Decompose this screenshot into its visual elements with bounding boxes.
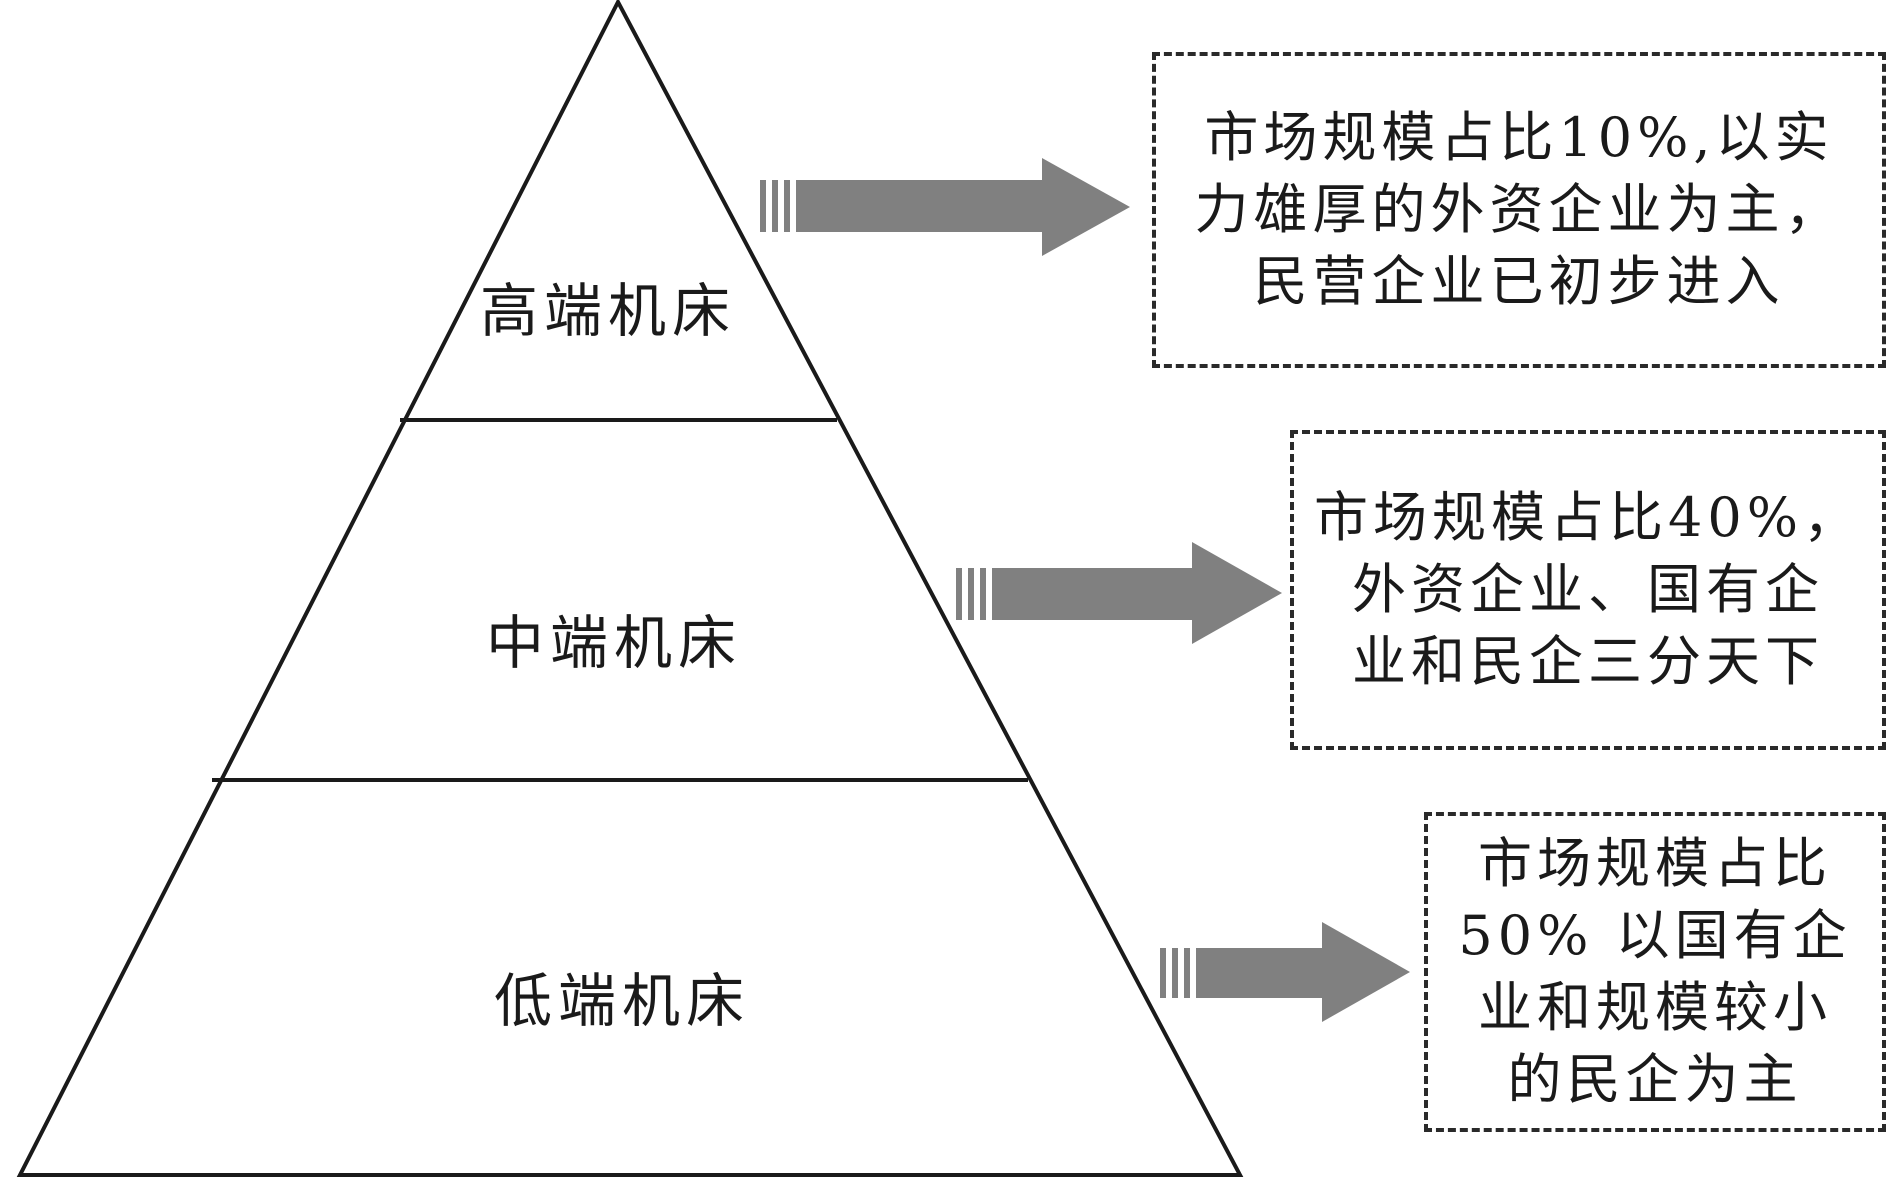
note-line: 外资企业、国有企 — [1352, 558, 1824, 621]
note-line: 的民企为主 — [1507, 1048, 1803, 1111]
note-line: 民营企业已初步进入 — [1253, 250, 1785, 313]
note-line: 业和民企三分天下 — [1352, 630, 1824, 693]
tier-label-low-end: 低端机床 — [493, 967, 751, 1035]
note-box-mid-end: 市场规模占比40%， 外资企业、国有企 业和民企三分天下 — [1290, 430, 1886, 750]
tier-label-mid-end: 中端机床 — [485, 609, 743, 677]
pyramid-outline — [16, 0, 1244, 1177]
tier-label-high-end: 高端机床 — [479, 277, 737, 345]
note-box-high-end: 市场规模占比10%,以实 力雄厚的外资企业为主， 民营企业已初步进入 — [1152, 52, 1886, 368]
arrow-mid-end — [956, 542, 1282, 644]
note-box-low-end: 市场规模占比 50% 以国有企 业和规模较小 的民企为主 — [1424, 812, 1886, 1132]
note-line: 市场规模占比 — [1478, 832, 1832, 895]
arrow-high-end — [760, 158, 1130, 256]
note-line: 力雄厚的外资企业为主， — [1194, 178, 1844, 241]
note-line: 市场规模占比40%， — [1313, 486, 1863, 549]
note-line: 业和规模较小 — [1478, 976, 1832, 1039]
arrow-low-end — [1160, 922, 1410, 1022]
note-line: 50% 以国有企 — [1458, 904, 1852, 967]
note-line: 市场规模占比10%,以实 — [1204, 106, 1834, 169]
